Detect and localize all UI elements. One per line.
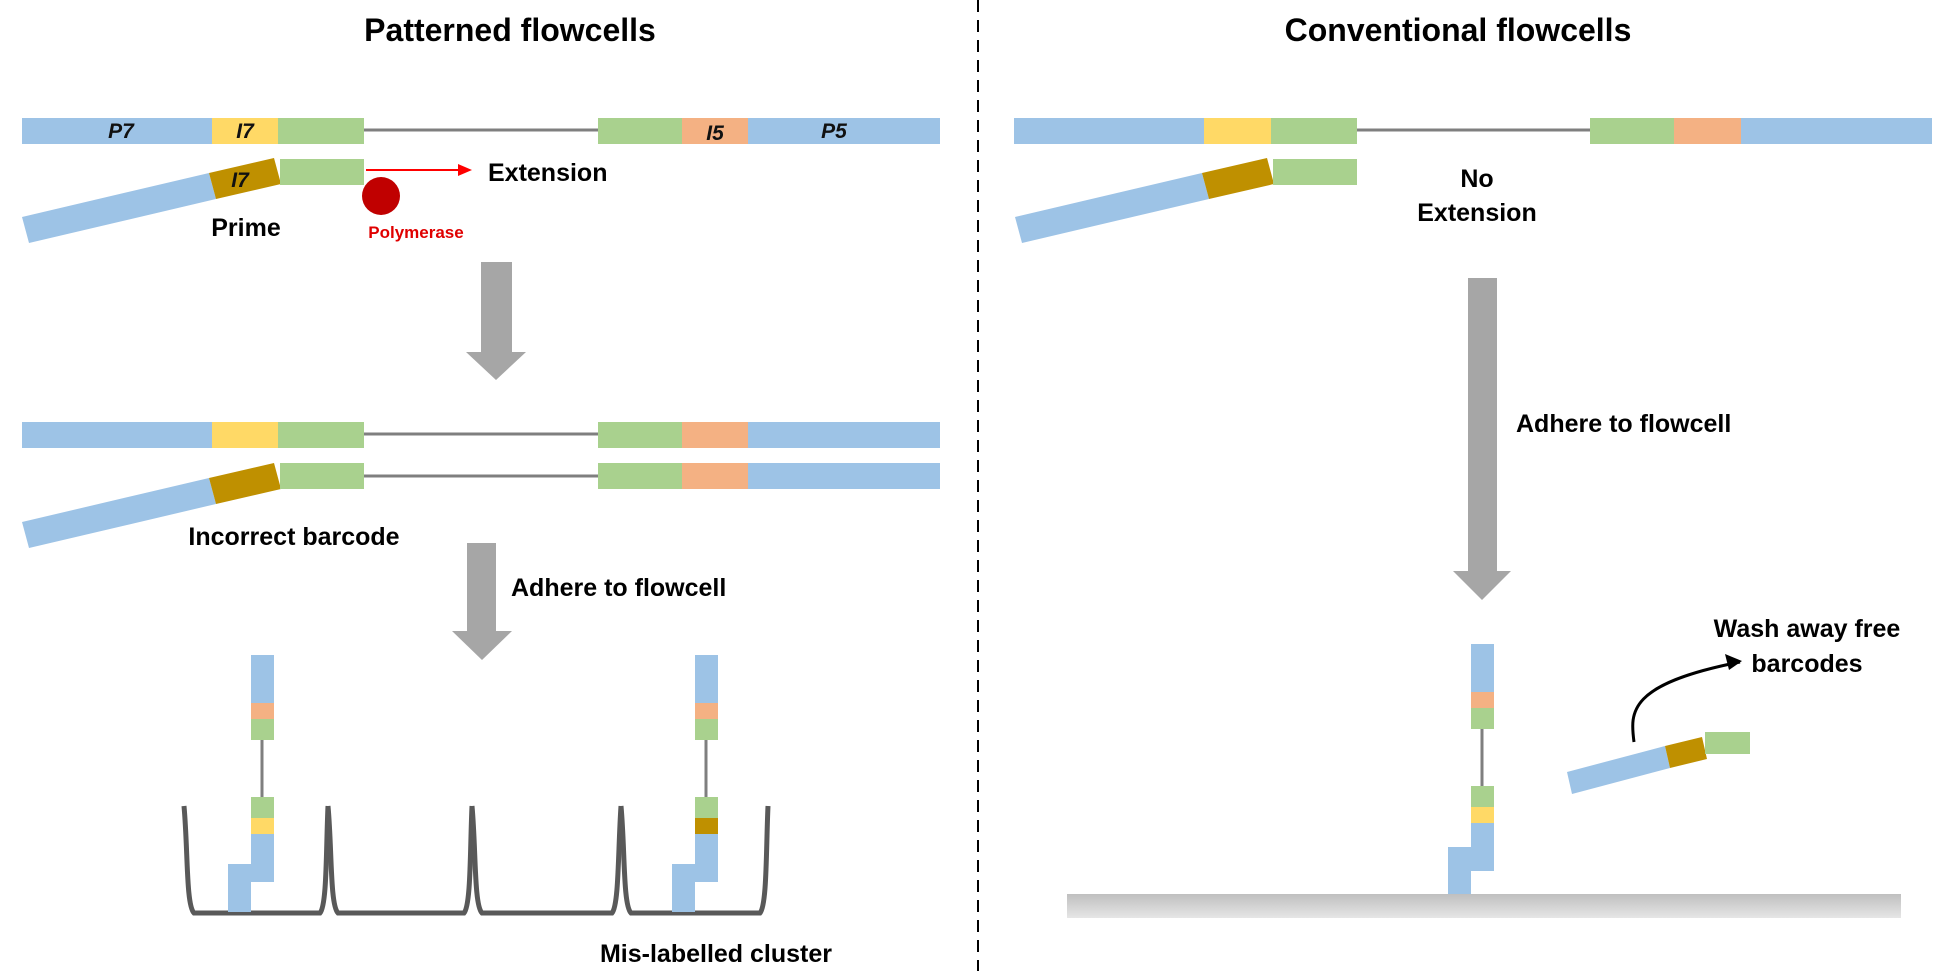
p5-segment [1741, 118, 1932, 144]
insert-segment [278, 422, 364, 448]
well [618, 805, 771, 916]
wrong-i7-segment [1665, 737, 1707, 768]
insert-segment [695, 719, 718, 740]
polymerase-icon [362, 177, 400, 215]
i5-segment [682, 463, 748, 489]
p5-segment [748, 463, 940, 489]
i7-label: I7 [236, 120, 255, 143]
anchor-primer [228, 864, 251, 912]
i7-segment [212, 118, 278, 144]
cluster-mislabelled [672, 655, 718, 912]
i5-segment [1674, 118, 1741, 144]
anchor-primer [1448, 847, 1471, 894]
p7-segment [22, 422, 212, 448]
p5-segment [748, 118, 940, 144]
i5-label: I5 [706, 122, 724, 145]
wash-away-arrow-head [1725, 654, 1742, 670]
insert-segment [1273, 159, 1357, 185]
wash-away-arrow [1631, 660, 1741, 743]
adapter-tail [1015, 173, 1209, 243]
wrong-i7-segment [209, 463, 281, 504]
adapter-tail [22, 173, 216, 243]
well [469, 805, 624, 916]
free-barcode-washed [1567, 732, 1750, 794]
right-panel-title: Conventional flowcells [1285, 12, 1632, 48]
insert-segment [278, 118, 364, 144]
polymerase-label: Polymerase [368, 223, 463, 242]
i7-segment [212, 422, 278, 448]
i5-segment [695, 703, 718, 719]
insert-segment [280, 463, 364, 489]
insert-segment [280, 159, 364, 185]
p7-segment [22, 118, 212, 144]
i5-segment [682, 422, 748, 448]
p7-segment [251, 834, 274, 882]
adhere-label-left: Adhere to flowcell [511, 574, 726, 602]
p7-segment [1471, 823, 1494, 871]
insert-segment [1271, 118, 1357, 144]
p5-segment [748, 422, 940, 448]
p7-segment [695, 834, 718, 882]
insert-segment [1471, 708, 1494, 729]
p5-label: P5 [821, 120, 847, 143]
adhere-label-right: Adhere to flowcell [1516, 410, 1731, 438]
insert-segment [1705, 732, 1750, 754]
no-extension-label-line1: No [1460, 165, 1493, 193]
insert-segment [598, 463, 682, 489]
extension-label: Extension [488, 159, 607, 187]
wrong-i7-label: I7 [231, 169, 250, 192]
mislabelled-cluster-label: Mis-labelled cluster [600, 940, 832, 968]
flowcell-surface [1067, 894, 1901, 918]
left-panel-title: Patterned flowcells [364, 12, 656, 48]
well [181, 805, 331, 916]
wash-away-label-line2: barcodes [1751, 650, 1862, 678]
right-panel: Conventional flowcells No Extension Adhe… [1014, 12, 1932, 918]
insert-segment [598, 118, 682, 144]
template-top-left: P7 I7 I5 P5 [22, 118, 940, 145]
p5-segment [1471, 644, 1494, 692]
anchor-primer [672, 864, 695, 912]
wash-away-label-line1: Wash away free [1714, 615, 1901, 643]
wrong-i7-segment [695, 818, 718, 834]
cluster-attached [1448, 644, 1494, 894]
down-arrow [1453, 278, 1511, 600]
i5-segment [682, 118, 748, 144]
patterned-wells [181, 805, 771, 916]
left-panel: Patterned flowcells P7 I7 I5 P5 I7 Exten… [22, 12, 940, 968]
insert-segment [695, 797, 718, 818]
i7-segment [1204, 118, 1271, 144]
free-barcode-left: I7 [22, 158, 364, 243]
adapter-tail [1567, 746, 1670, 794]
cluster-correct [228, 655, 274, 912]
extension-arrow-head [458, 164, 472, 176]
p7-label: P7 [108, 120, 135, 143]
p5-segment [251, 655, 274, 703]
free-barcode-right [1015, 158, 1357, 243]
template-incorrect [22, 463, 940, 548]
wrong-i7-segment [209, 158, 281, 199]
i7-segment [1471, 807, 1494, 823]
well [325, 805, 475, 916]
incorrect-barcode-label: Incorrect barcode [188, 523, 399, 551]
adapter-tail [22, 478, 216, 548]
template-correct [22, 422, 940, 448]
p7-segment [1014, 118, 1204, 144]
insert-segment [1471, 786, 1494, 807]
i7-segment [251, 818, 274, 834]
wrong-i7-segment [1202, 158, 1274, 199]
insert-segment [251, 719, 274, 740]
insert-segment [251, 797, 274, 818]
down-arrow [466, 262, 526, 380]
insert-segment [598, 422, 682, 448]
insert-segment [1590, 118, 1674, 144]
template-top-right [1014, 118, 1932, 144]
p5-segment [695, 655, 718, 703]
i5-segment [1471, 692, 1494, 708]
down-arrow [452, 543, 512, 660]
no-extension-label-line2: Extension [1417, 199, 1536, 227]
prime-label: Prime [211, 214, 281, 242]
i5-segment [251, 703, 274, 719]
